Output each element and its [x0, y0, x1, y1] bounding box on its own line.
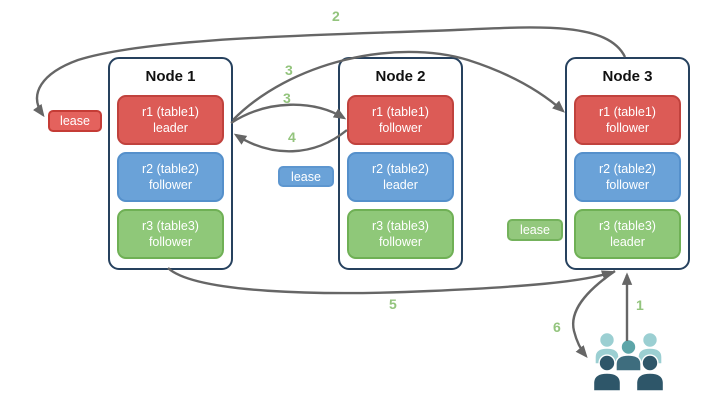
replica-range: r1 (table1): [372, 104, 429, 119]
replica-r2-node2: r2 (table2) leader: [347, 152, 454, 202]
replica-role: follower: [605, 121, 650, 135]
replica-range: r1 (table1): [142, 104, 199, 119]
replica-role: follower: [148, 235, 193, 249]
replica-r2-node3: r2 (table2) follower: [574, 152, 681, 202]
step-label-3a: 3: [285, 62, 293, 78]
replica-role: leader: [383, 178, 418, 192]
replica-r1-node1: r1 (table1) leader: [117, 95, 224, 145]
node-2: Node 2 r1 (table1) follower r2 (table2) …: [338, 57, 463, 270]
node-3: Node 3 r1 (table1) follower r2 (table2) …: [565, 57, 690, 270]
replica-range: r3 (table3): [599, 218, 656, 233]
step-label-6: 6: [553, 319, 561, 335]
replica-r2-node1: r2 (table2) follower: [117, 152, 224, 202]
step-label-2: 2: [332, 8, 340, 24]
lease-badge-green: lease: [507, 219, 563, 241]
lease-badge-red: lease: [48, 110, 102, 132]
replica-role: leader: [610, 235, 645, 249]
replica-role: follower: [378, 121, 423, 135]
replica-role: follower: [148, 178, 193, 192]
replica-range: r2 (table2): [372, 161, 429, 176]
replica-role: follower: [605, 178, 650, 192]
replica-range: r3 (table3): [142, 218, 199, 233]
replica-range: r3 (table3): [372, 218, 429, 233]
lease-badge-blue: lease: [278, 166, 334, 187]
node-title: Node 3: [602, 68, 653, 85]
step-label-3b: 3: [283, 90, 291, 106]
replica-range: r2 (table2): [142, 161, 199, 176]
replica-r3-node1: r3 (table3) follower: [117, 209, 224, 259]
replica-role: follower: [378, 235, 423, 249]
node-title: Node 1: [145, 68, 196, 85]
step-label-5: 5: [389, 296, 397, 312]
replica-r1-node3: r1 (table1) follower: [574, 95, 681, 145]
replica-r3-node2: r3 (table3) follower: [347, 209, 454, 259]
node-1: Node 1 r1 (table1) leader r2 (table2) fo…: [108, 57, 233, 270]
replica-r3-node3: r3 (table3) leader: [574, 209, 681, 259]
users-group-icon: [592, 331, 665, 392]
replica-r1-node2: r1 (table1) follower: [347, 95, 454, 145]
arrow-step3-to-node2: [230, 103, 347, 125]
replica-range: r1 (table1): [599, 104, 656, 119]
replica-role: leader: [153, 121, 188, 135]
step-label-4: 4: [288, 129, 296, 145]
step-label-1: 1: [636, 297, 644, 313]
node-title: Node 2: [375, 68, 426, 85]
arrow-step5: [167, 267, 615, 295]
replica-range: r2 (table2): [599, 161, 656, 176]
